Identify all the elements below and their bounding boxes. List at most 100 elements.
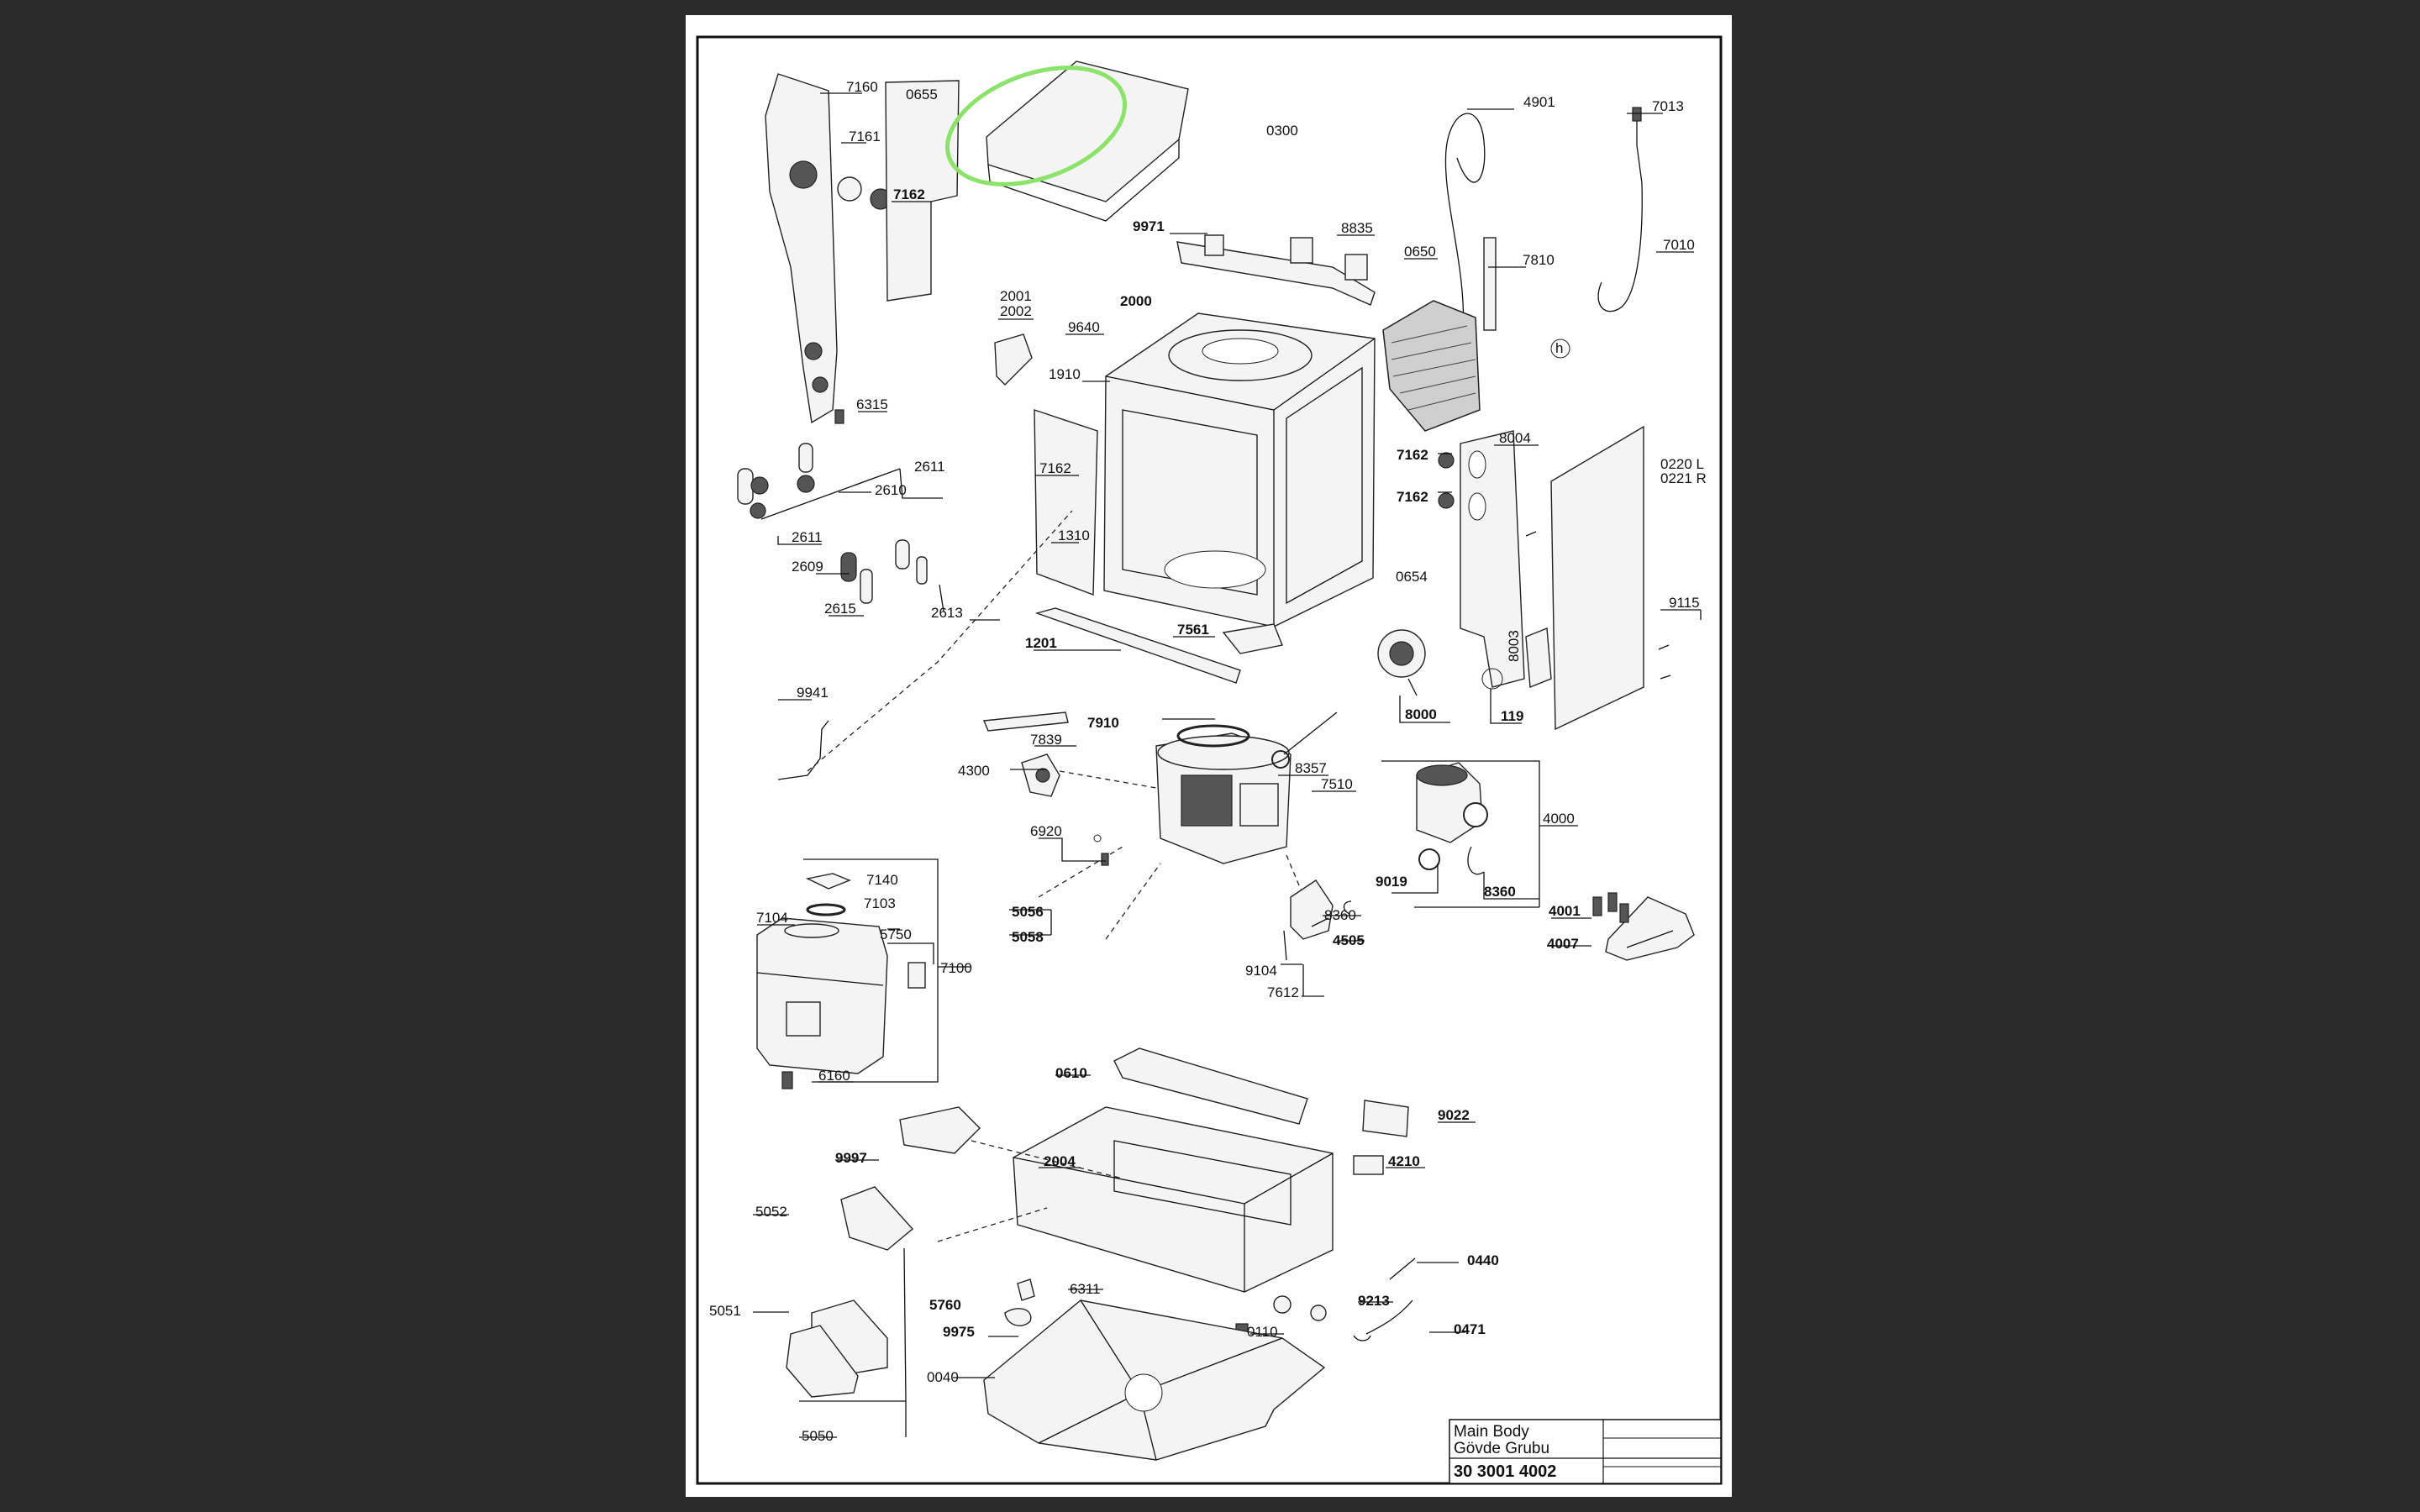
label-2609: 2609 (792, 559, 823, 575)
label-7013: 7013 (1652, 98, 1684, 114)
part-7010-cable (1550, 107, 1643, 359)
leader-9941 (807, 510, 1073, 772)
label-7104: 7104 (756, 910, 788, 926)
drawing-code: 30 3001 4002 (1454, 1462, 1556, 1481)
label-4300: 4300 (958, 763, 990, 779)
label-6920: 6920 (1030, 823, 1062, 839)
part-4001-feet (1592, 892, 1629, 923)
label-5750: 5750 (880, 927, 912, 942)
part-0610-strip (1113, 1047, 1308, 1125)
part-9213-washer (1273, 1295, 1292, 1314)
drawing-sheet: Main Body Gövde Grubu 30 3001 4002 7160 … (686, 15, 1732, 1497)
part-9997 (899, 1106, 981, 1154)
part-9941-wire (777, 720, 829, 780)
part-2001-bracket (994, 333, 1033, 386)
label-2004: 2004 (1044, 1153, 1076, 1169)
label-6311: 6311 (1070, 1281, 1101, 1297)
part-0220-side-panel (1550, 425, 1644, 731)
label-9971: 9971 (1133, 218, 1165, 234)
label-5056: 5056 (1012, 904, 1044, 920)
label-7160: 7160 (846, 79, 878, 95)
part-4505-hose (1311, 917, 1329, 927)
part-5760 (1017, 1278, 1035, 1301)
label-7510: 7510 (1321, 776, 1353, 792)
label-0110: 0110 (1247, 1324, 1278, 1340)
part-2004-base-frame (1013, 1106, 1334, 1293)
label-7910: 7910 (1087, 715, 1119, 731)
part-8000-heater (1377, 629, 1426, 696)
part-7561 (1222, 623, 1283, 654)
exploded-parts-diagram: Main Body Gövde Grubu 30 3001 4002 7160 … (696, 35, 1723, 1485)
part-7160-side-bracket (765, 73, 838, 424)
label-8357: 8357 (1295, 760, 1327, 776)
sheet-border (696, 35, 1723, 1485)
part-0650-mesh (1382, 300, 1481, 432)
leaders-sump (1038, 770, 1308, 940)
label-6160: 6160 (818, 1068, 850, 1084)
part-0300-top-plate (986, 60, 1189, 222)
label-6315: 6315 (856, 396, 888, 412)
part-7839 (982, 711, 1069, 732)
label-9115: 9115 (1669, 595, 1700, 611)
part-1201-rail (1034, 607, 1241, 684)
part-119 (1481, 668, 1503, 690)
label-7100: 7100 (940, 960, 972, 976)
label-2615: 2615 (824, 601, 856, 617)
label-0650: 0650 (1404, 244, 1436, 260)
label-1310: 1310 (1058, 528, 1090, 543)
part-7140-cap (805, 873, 851, 890)
label-7839: 7839 (1030, 732, 1062, 748)
label-4001: 4001 (1549, 903, 1581, 919)
label-9975: 9975 (943, 1324, 975, 1340)
part-0440-spring (1389, 1257, 1416, 1280)
label-7810: 7810 (1523, 252, 1555, 268)
part-5052 (840, 1186, 914, 1251)
part-2000-tub (1103, 312, 1376, 627)
label-9997: 9997 (835, 1150, 867, 1166)
label-4210: 4210 (1388, 1153, 1420, 1169)
part-1910-panel (1034, 409, 1098, 596)
label-4007: 4007 (1547, 936, 1579, 952)
part-7810-tube (1483, 237, 1497, 331)
part-4300-valve (1021, 753, 1060, 797)
label-5051: 5051 (709, 1303, 741, 1319)
label-0471: 0471 (1454, 1321, 1486, 1337)
part-7100-dispenser (756, 917, 888, 1074)
part-7162-grommet-d (1438, 492, 1455, 509)
label-9941: 9941 (797, 685, 829, 701)
label-0220: 0220 L (1660, 456, 1704, 472)
label-7010: 7010 (1663, 237, 1695, 253)
title-en: Main Body (1454, 1423, 1529, 1441)
label-1201: 1201 (1025, 635, 1057, 651)
title-block (1449, 1419, 1722, 1484)
label-7140: 7140 (866, 872, 898, 888)
label-5052: 5052 (755, 1204, 787, 1220)
label-2002: 2002 (1000, 303, 1032, 319)
label-2000: 2000 (1120, 293, 1152, 309)
label-2610: 2610 (875, 482, 907, 498)
label-7103: 7103 (864, 895, 896, 911)
part-9971-rail (1176, 241, 1376, 306)
part-7162-grommet-c (1438, 452, 1455, 469)
label-0300: 0300 (1266, 123, 1298, 139)
label-4000: 4000 (1543, 811, 1575, 827)
part-0040-base-tray (983, 1299, 1326, 1461)
part-labels: 7160 7161 7162 0655 0300 4901 7013 7010 … (709, 79, 1707, 1444)
label-8003: 8003 (1506, 630, 1522, 662)
part-7510-sump (1155, 732, 1292, 864)
part-7161-ring (837, 176, 862, 202)
label-0040: 0040 (927, 1369, 959, 1385)
label-5050: 5050 (802, 1428, 834, 1444)
part-5750 (908, 962, 926, 989)
label-9213: 9213 (1358, 1293, 1390, 1309)
part-7103-seal (806, 903, 846, 916)
label-8360-b: 8360 (1324, 907, 1356, 923)
part-6920 (1101, 853, 1109, 866)
part-4210 (1353, 1155, 1384, 1175)
label-9019: 9019 (1376, 874, 1407, 890)
part-4000-pump-motor (1416, 762, 1488, 843)
label-4505: 4505 (1333, 932, 1365, 948)
label-9640: 9640 (1068, 319, 1100, 335)
part-9019-ring (1418, 848, 1440, 870)
part-8003 (1525, 627, 1552, 689)
